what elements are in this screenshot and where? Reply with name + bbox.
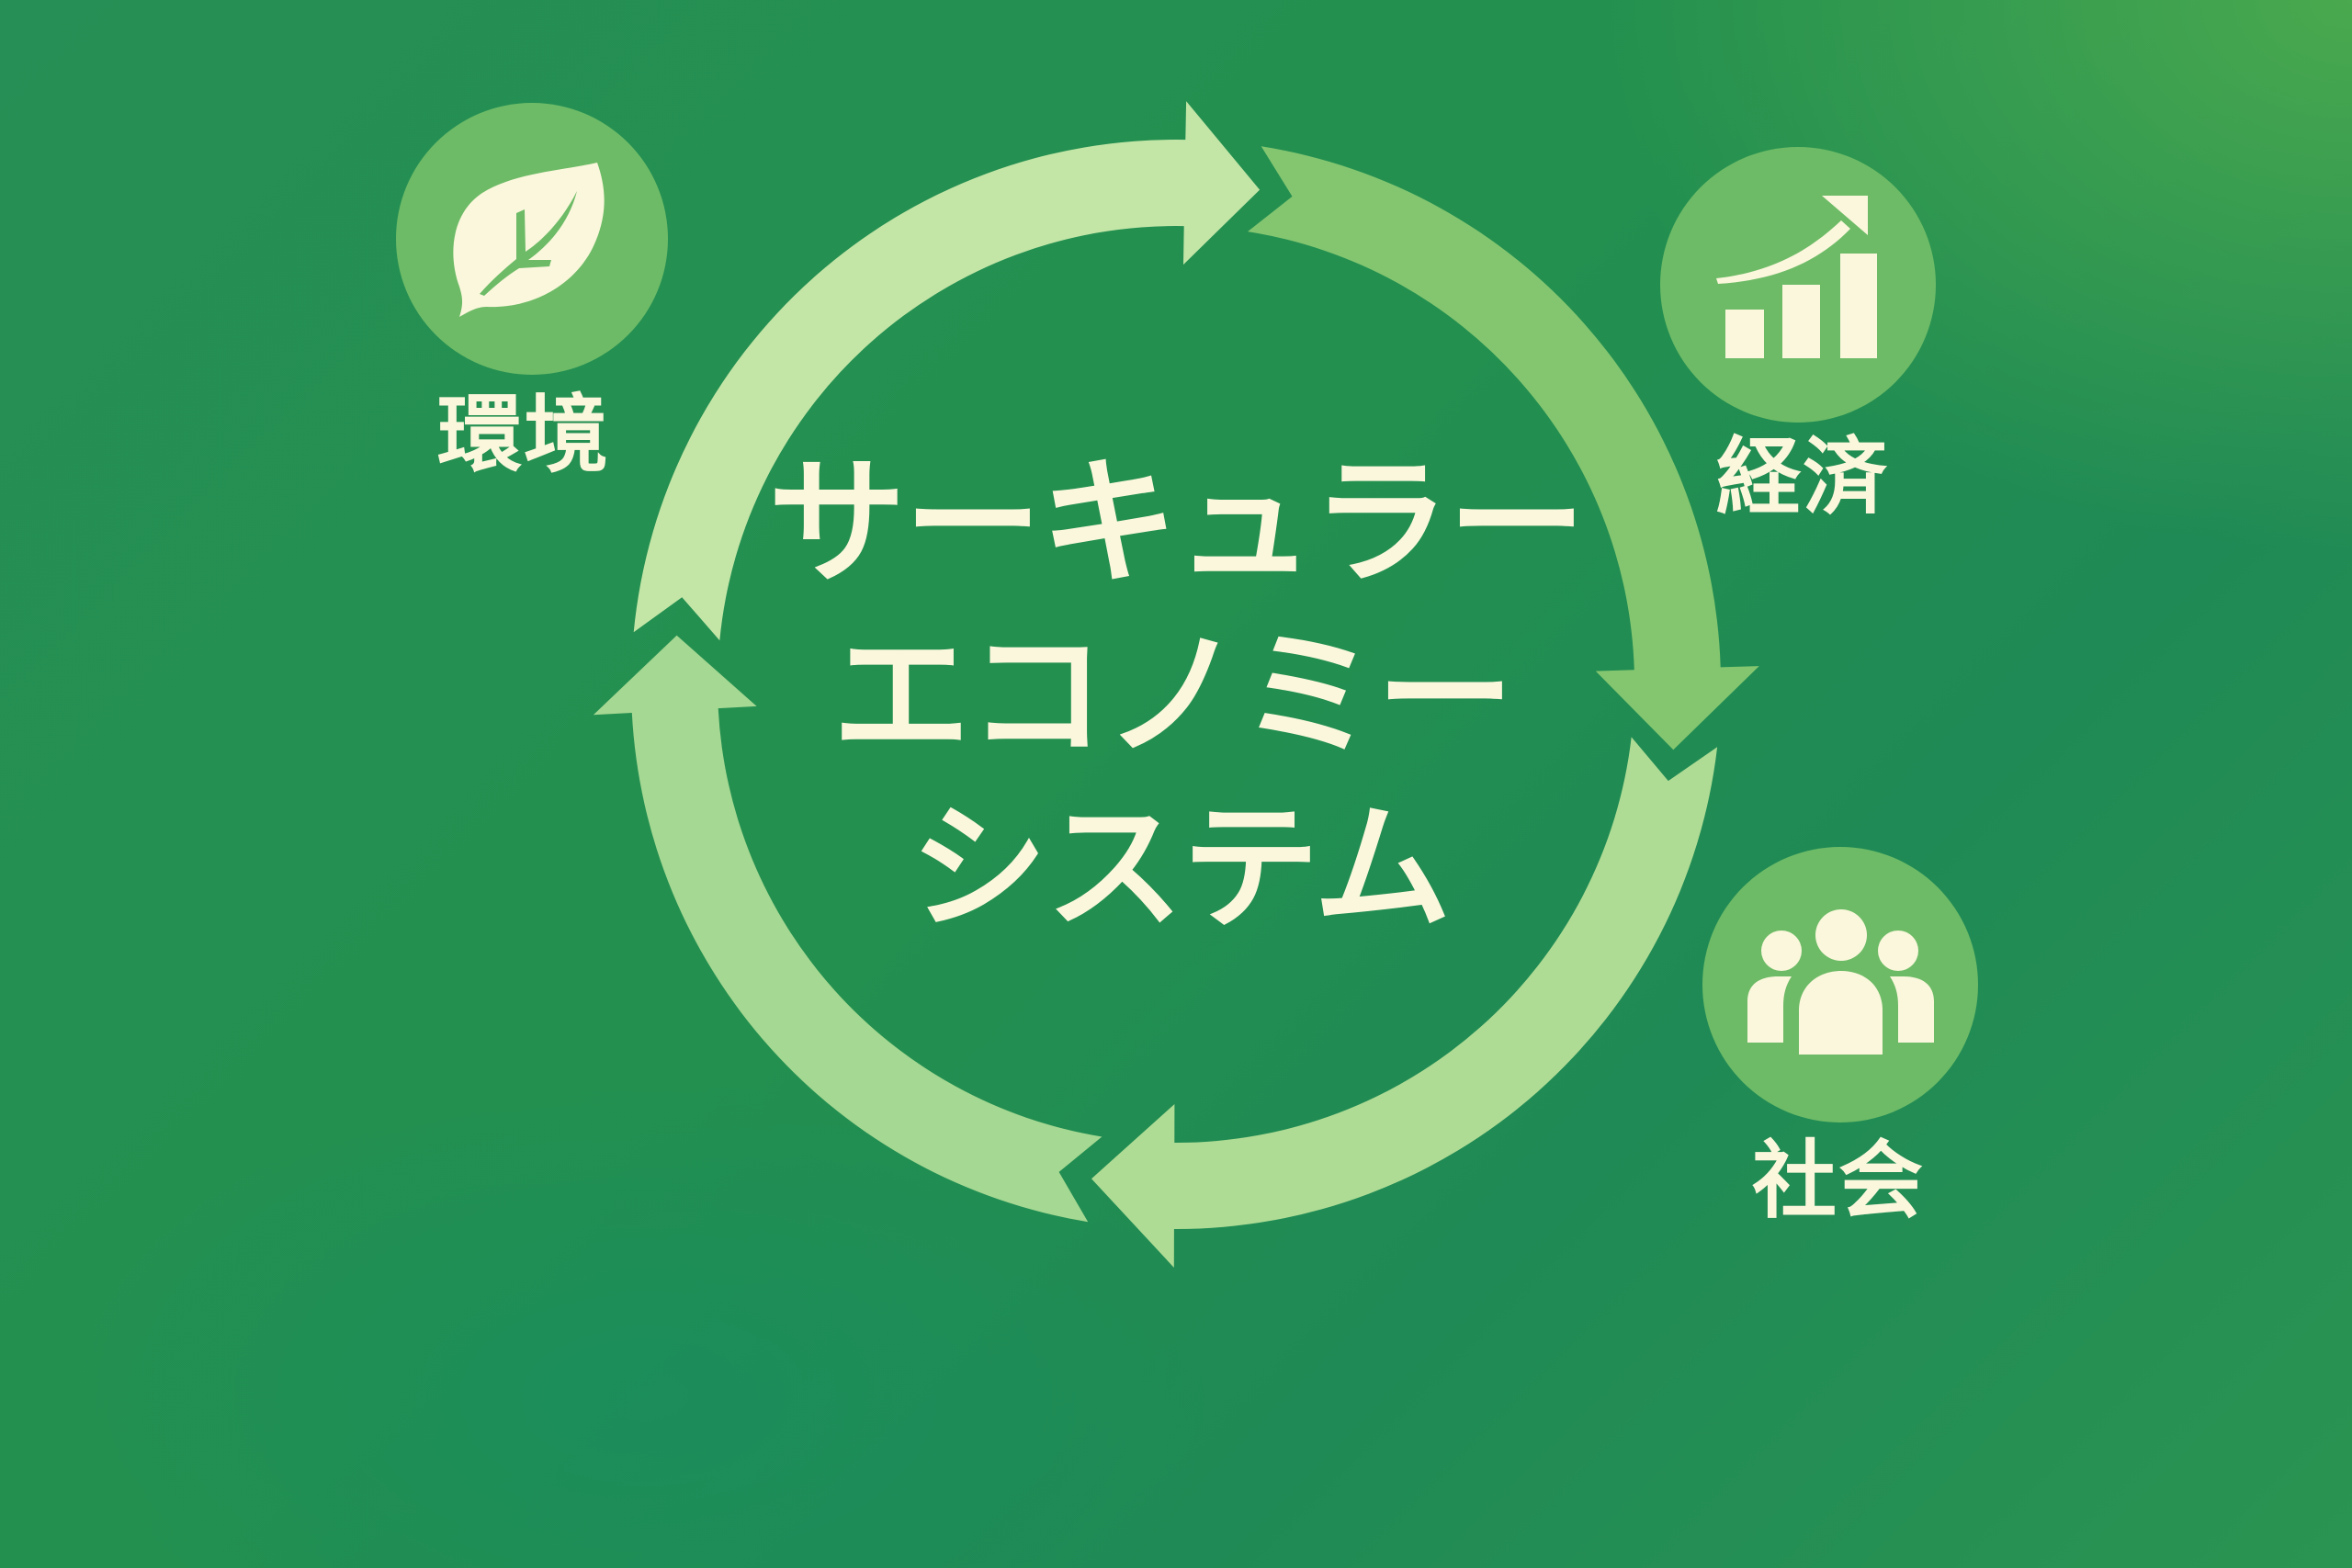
- cycle-arrow-left-icon: [593, 635, 1102, 1223]
- pillar-label-environment: 環境: [436, 386, 610, 484]
- title-line-1: サーキュラー: [767, 444, 1586, 604]
- pillar-label-economy: 経済: [1715, 428, 1889, 526]
- pillar-economy: [1660, 147, 1936, 423]
- people-icon: [1747, 909, 1934, 1055]
- cycle-arrow-right-icon: [1248, 146, 1759, 750]
- title-line-3: システム: [910, 789, 1452, 949]
- cycle-arrow-top-icon: [633, 101, 1261, 641]
- leaf-icon: [453, 163, 605, 317]
- growth-chart-icon: [1716, 196, 1877, 358]
- pillar-label-society: 社会: [1751, 1132, 1925, 1230]
- pillar-environment: [396, 103, 668, 375]
- cycle-arrow-bottom-icon: [1091, 737, 1718, 1268]
- cycle-ring: [593, 101, 1759, 1268]
- pillar-society: [1702, 847, 1978, 1122]
- title-line-2: エコノミー: [831, 616, 1514, 776]
